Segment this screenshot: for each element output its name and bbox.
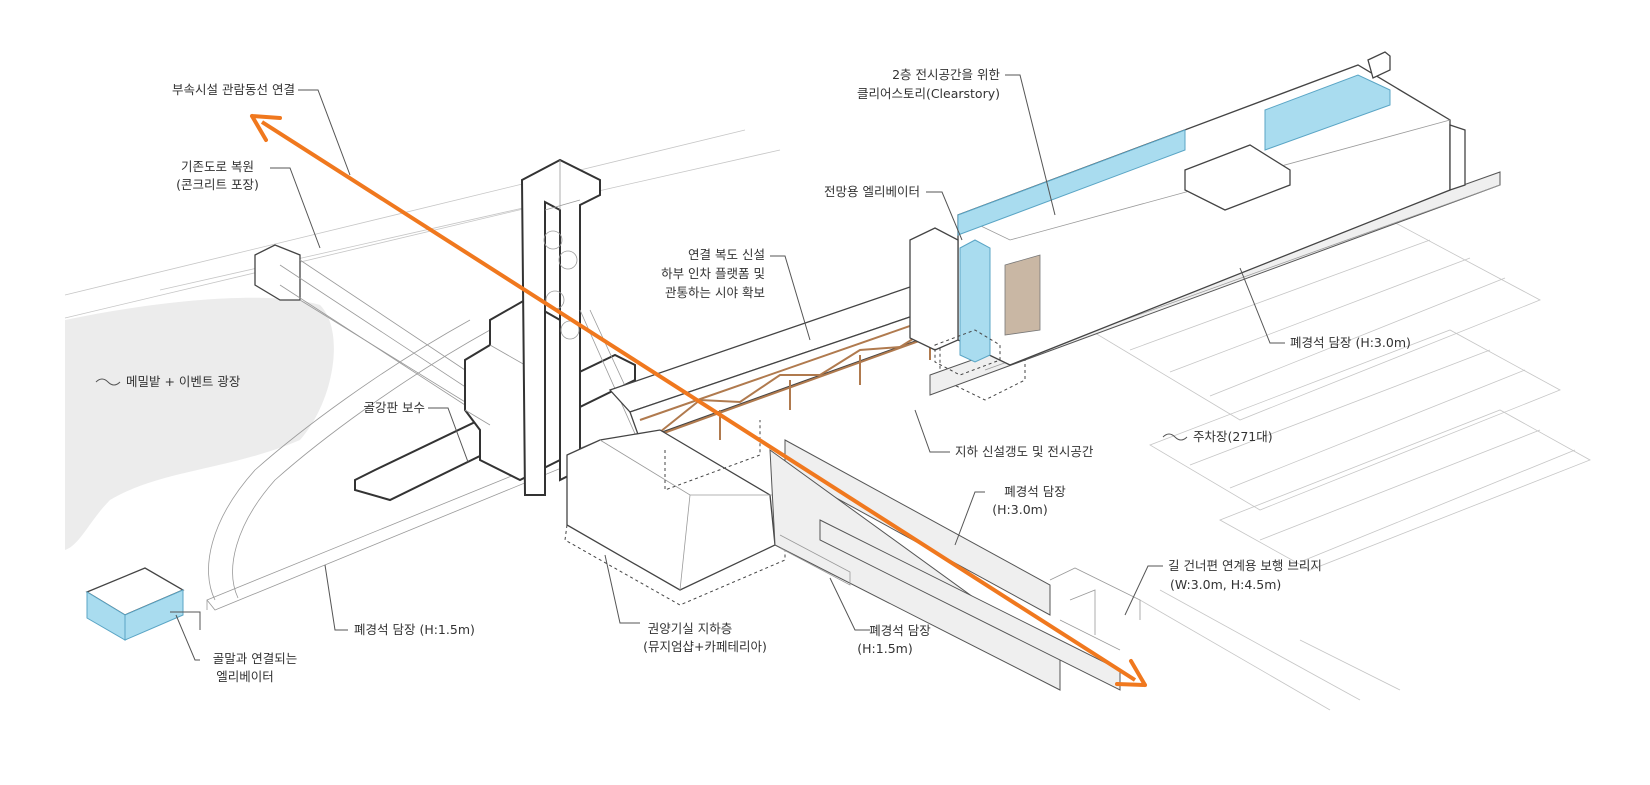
center-retaining-walls [769, 439, 1121, 691]
label-wall-left: 폐경석 담장 (H:1.5m) [354, 622, 475, 637]
label-elev-left-2: 엘리베이터 [216, 669, 274, 684]
label-corridor-1: 연결 복도 신설 [688, 247, 765, 262]
route-arrow [250, 114, 1147, 687]
label-parking: 주차장(271대) [1193, 429, 1273, 444]
label-bridge-1: 길 건너편 연계용 보행 브리지 [1168, 558, 1322, 573]
label-hoist-2: (뮤지엄샵+카페테리아) [643, 639, 767, 654]
pedestrian-bridge [1049, 567, 1141, 651]
label-clear-2: 클리어스토리(Clearstory) [856, 86, 1000, 101]
label-repair: 골강판 보수 [363, 400, 425, 415]
viewing-elevator [934, 239, 1001, 376]
museum-building [909, 51, 1466, 366]
label-view-elev: 전망용 엘리베이터 [824, 184, 920, 199]
label-elev-left-1: 골말과 연결되는 [212, 651, 298, 666]
label-wall-right: 폐경석 담장 (H:3.0m) [1290, 335, 1411, 350]
label-wall-mid-1: 폐경석 담장 [869, 623, 931, 638]
label-road-1: 기존도로 복원 [181, 159, 254, 174]
label-wall-center-1: 폐경석 담장 [1004, 484, 1066, 499]
label-hoist-1: 권양기실 지하층 [647, 621, 733, 636]
label-corridor-2: 하부 인차 플랫폼 및 [661, 266, 765, 281]
label-plaza: 메밀밭 + 이벤트 광장 [126, 374, 241, 389]
label-corridor-3: 관통하는 시야 확보 [665, 285, 765, 300]
hoist-house [564, 420, 786, 606]
label-road-2: (콘크리트 포장) [176, 177, 259, 192]
parking-grid [1089, 219, 1591, 571]
label-underground: 지하 신설갱도 및 전시공간 [955, 444, 1094, 459]
label-clear-1: 2층 전시공간을 위한 [892, 67, 1000, 82]
leader-lines [95, 74, 1285, 661]
ground-lines [64, 129, 1401, 711]
label-wall-mid-2: (H:1.5m) [857, 641, 913, 656]
corridor-structure [608, 274, 961, 441]
plaza-area [65, 297, 334, 550]
label-wall-center-2: (H:3.0m) [992, 502, 1048, 517]
label-tour-route: 부속시설 관람동선 연결 [172, 82, 295, 97]
existing-conveyor [254, 244, 481, 406]
left-elevator [85, 567, 185, 641]
label-bridge-2: (W:3.0m, H:4.5m) [1170, 577, 1282, 592]
